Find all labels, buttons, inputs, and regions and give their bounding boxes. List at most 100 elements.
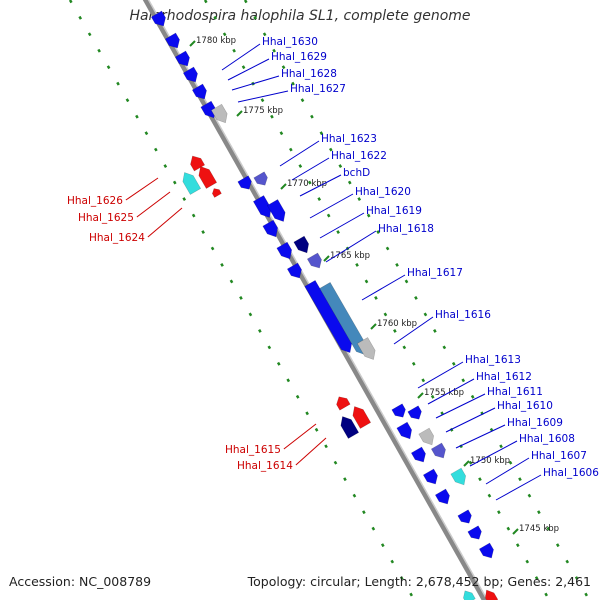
- forward-gene-leader: [231, 75, 280, 91]
- gene-block-forward: [450, 467, 466, 486]
- gene-block-forward-shape: [478, 542, 494, 559]
- gene-block-forward-shape: [253, 171, 268, 186]
- forward-gene-leader: [237, 90, 289, 103]
- forward-gene-label: Hhal_1609: [507, 417, 563, 429]
- gene-block-forward-shape: [418, 427, 434, 446]
- forward-gene-leader: [427, 378, 475, 405]
- forward-gene-label: Hhal_1612: [476, 371, 532, 383]
- forward-gene-label: Hhal_1613: [465, 354, 521, 366]
- gene-block-forward: [430, 442, 446, 459]
- ruler-line-1: [68, 0, 416, 600]
- forward-gene-leader: [291, 157, 330, 181]
- reverse-gene-label: Hhal_1625: [78, 212, 134, 224]
- gene-labels: Hhal_1630Hhal_1629Hhal_1628Hhal_1627Hhal…: [67, 36, 599, 501]
- gene-block-forward: [286, 262, 302, 279]
- gene-block-forward-shape: [191, 83, 207, 100]
- forward-gene-label: bchD: [343, 167, 370, 179]
- gene-block-forward: [457, 509, 472, 524]
- reverse-gene-leader: [125, 177, 159, 201]
- gene-block-forward: [266, 199, 286, 222]
- gene-block-forward-shape: [200, 100, 216, 119]
- forward-gene-leader: [485, 457, 530, 485]
- forward-gene-leader: [417, 361, 464, 389]
- gene-block-forward: [319, 282, 367, 355]
- gene-block-forward-shape: [262, 219, 278, 238]
- forward-gene-leader: [393, 316, 434, 345]
- reverse-gene-leader: [295, 437, 327, 466]
- gene-block-forward-shape: [174, 50, 190, 67]
- ruler-tick-label: 1755 kbp: [424, 388, 464, 398]
- forward-gene-label: Hhal_1627: [290, 83, 346, 95]
- forward-gene-label: Hhal_1622: [331, 150, 387, 162]
- ruler-tick-label: 1745 kbp: [519, 524, 559, 534]
- gene-block-reverse: [485, 589, 499, 600]
- gene-block-forward-shape: [150, 10, 166, 27]
- gene-block-forward-shape: [356, 337, 376, 360]
- forward-gene-leader: [279, 140, 320, 167]
- forward-gene-label: Hhal_1617: [407, 267, 463, 279]
- gene-block-reverse-shape: [340, 416, 360, 439]
- forward-gene-leader: [227, 58, 270, 81]
- ruler-tick-label: 1775 kbp: [243, 106, 283, 116]
- gene-block-forward-shape: [410, 446, 426, 463]
- gene-block-forward: [306, 252, 322, 269]
- forward-gene-label: Hhal_1620: [355, 186, 411, 198]
- ruler-tick-mark: [463, 460, 470, 467]
- forward-gene-label: Hhal_1630: [262, 36, 318, 48]
- gene-block-reverse-shape: [463, 590, 476, 600]
- forward-gene-label: Hhal_1607: [531, 450, 587, 462]
- gene-block-forward: [164, 32, 180, 49]
- gene-block-forward: [391, 403, 406, 418]
- forward-gene-leader: [309, 193, 354, 219]
- reverse-gene-label: Hhal_1626: [67, 195, 123, 207]
- ruler-tick-mark: [189, 40, 196, 47]
- gene-block-reverse: [198, 166, 218, 189]
- gene-block-forward-shape: [276, 241, 292, 260]
- ruler-tick-label: 1770 kbp: [287, 179, 327, 189]
- gene-block-forward-shape: [237, 175, 252, 190]
- forward-gene-leader: [221, 43, 261, 71]
- gene-block-forward-shape: [422, 468, 438, 485]
- reverse-gene-label: Hhal_1615: [225, 444, 281, 456]
- forward-gene-label: Hhal_1629: [271, 51, 327, 63]
- forward-gene-leader: [325, 230, 377, 263]
- gene-block-forward-shape: [293, 235, 309, 254]
- gene-block-forward-shape: [266, 199, 286, 222]
- gene-block-forward: [478, 542, 494, 559]
- gene-block-forward: [293, 235, 309, 254]
- gene-block-reverse-shape: [212, 188, 222, 198]
- gene-block-forward-shape: [182, 66, 198, 83]
- reverse-gene-label: Hhal_1624: [89, 232, 145, 244]
- reverse-gene-leader: [136, 191, 171, 218]
- forward-gene-label: Hhal_1628: [281, 68, 337, 80]
- gene-block-forward: [418, 427, 434, 446]
- forward-gene-leader: [319, 212, 365, 239]
- gene-block-reverse: [336, 396, 351, 411]
- map-title: Halorhodospira halophila SL1, complete g…: [129, 8, 471, 24]
- forward-gene-leader: [361, 274, 406, 301]
- gene-block-forward: [174, 50, 190, 67]
- forward-gene-label: Hhal_1616: [435, 309, 491, 321]
- gene-block-forward: [210, 103, 228, 124]
- gene-block-forward: [467, 525, 482, 540]
- gene-block-forward: [150, 10, 166, 27]
- gene-block-forward-shape: [450, 467, 466, 486]
- gene-block-reverse-shape: [352, 406, 372, 429]
- gene-block-reverse-shape: [198, 166, 218, 189]
- gene-block-forward-shape: [396, 421, 412, 440]
- gene-block-reverse: [463, 590, 476, 600]
- gene-block-reverse-shape: [485, 589, 499, 600]
- ruler-line-2: [203, 0, 551, 600]
- gene-block-forward: [262, 219, 278, 238]
- forward-gene-label: Hhal_1618: [378, 223, 434, 235]
- ruler-tick-mark: [512, 528, 519, 535]
- gene-block-forward: [237, 175, 252, 190]
- ruler-tick-label: 1760 kbp: [377, 319, 417, 329]
- gene-block-forward-shape: [430, 442, 446, 459]
- topology-summary: Topology: circular; Length: 2,678,452 bp…: [247, 574, 591, 589]
- gene-block-forward: [200, 100, 216, 119]
- gene-block-reverse-shape: [190, 155, 206, 172]
- reverse-gene-leader: [147, 207, 183, 238]
- gene-block-reverse-shape: [182, 172, 202, 195]
- gene-block-reverse-shape: [336, 396, 351, 411]
